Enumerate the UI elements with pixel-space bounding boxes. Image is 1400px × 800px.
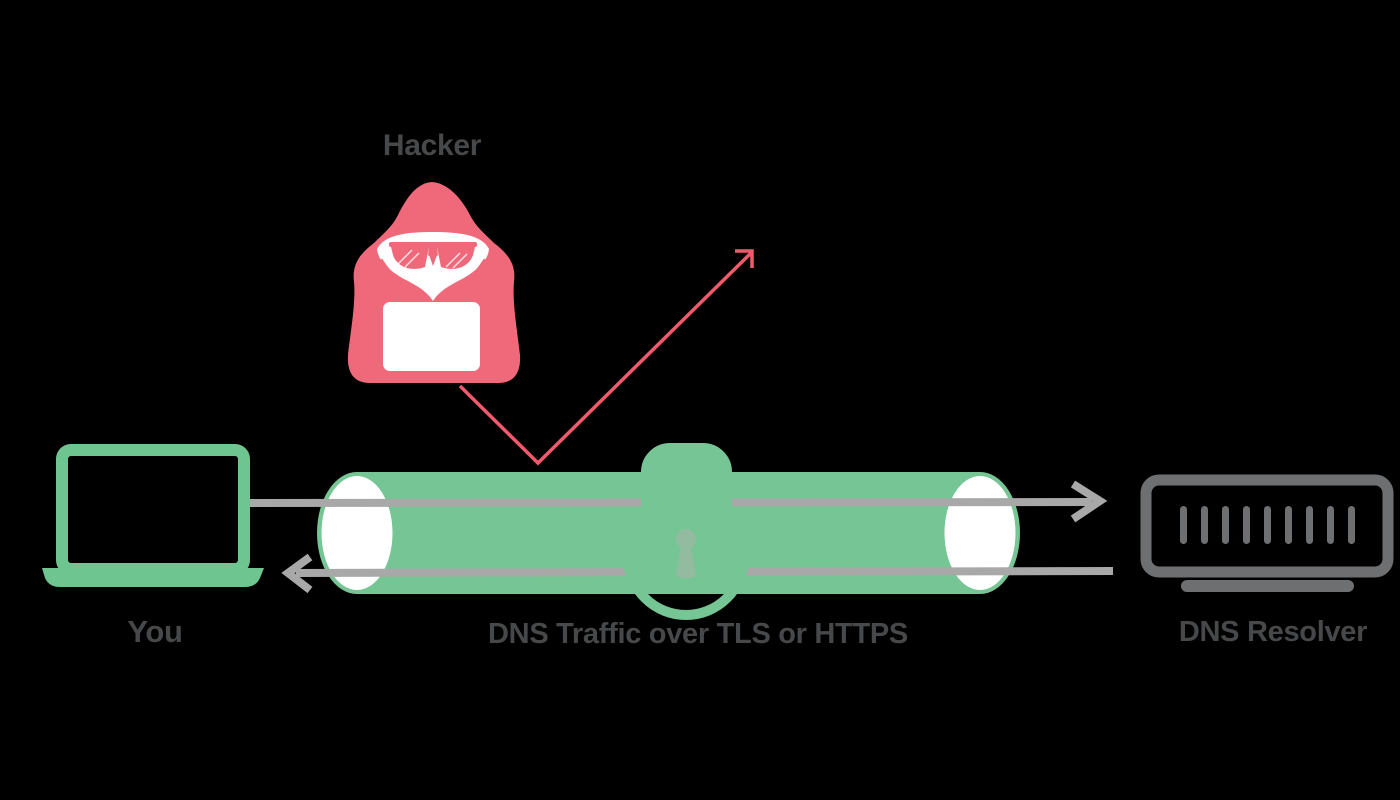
- laptop-icon: [42, 444, 264, 587]
- laptop-screen: [56, 444, 250, 575]
- hood-collar: [377, 258, 489, 307]
- hacker-icon: [347, 182, 521, 383]
- server-icon: [1140, 474, 1394, 592]
- laptop-base: [42, 568, 264, 587]
- hacker-label: Hacker: [382, 129, 482, 162]
- hacker-laptop: [383, 302, 480, 371]
- tunnel-label: DNS Traffic over TLS or HTTPS: [488, 618, 908, 650]
- keyhole-icon: [676, 529, 696, 579]
- sunglasses-glare: [397, 249, 468, 269]
- sunglasses-icon: [389, 242, 477, 269]
- resolver-label: DNS Resolver: [1178, 616, 1368, 648]
- server-vents: [1180, 506, 1355, 544]
- padlock-icon: [623, 443, 749, 620]
- server-base: [1181, 580, 1354, 592]
- server-chassis: [1140, 474, 1394, 578]
- deflected-arrow-icon: [458, 249, 754, 466]
- you-label: You: [127, 614, 183, 649]
